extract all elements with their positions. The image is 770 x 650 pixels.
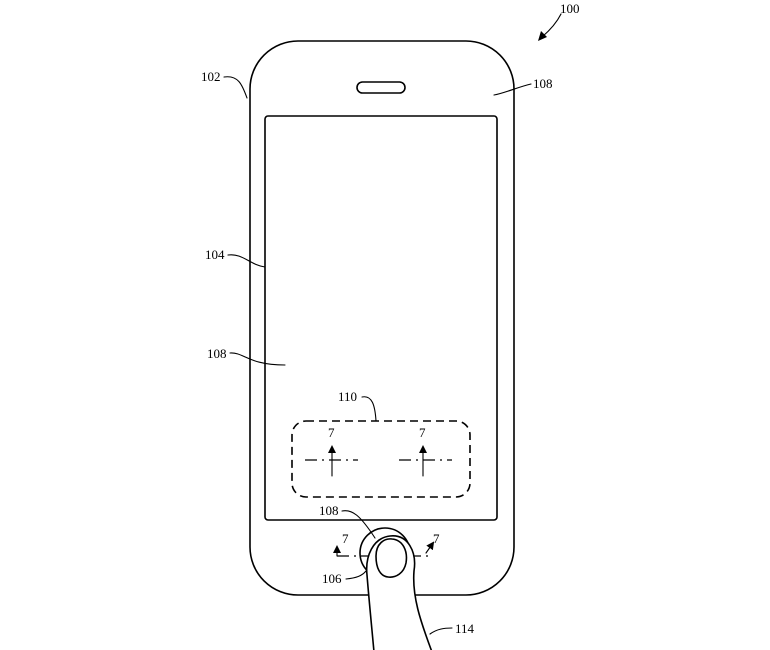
label-cover-glass-top: 108 — [533, 76, 553, 91]
leader-finger — [429, 627, 453, 635]
sensor-region — [291, 420, 471, 498]
label-section-display-right: 7 — [419, 425, 426, 440]
label-sensor-region: 110 — [338, 389, 357, 404]
leader-cover-glass-left — [229, 352, 286, 366]
leader-cover-glass-top — [493, 83, 532, 96]
label-cover-glass-left: 108 — [207, 346, 227, 361]
label-section-button-left: 7 — [342, 531, 349, 546]
label-section-button-right: 7 — [433, 531, 440, 546]
leader-housing — [223, 76, 248, 99]
leader-device — [541, 13, 562, 38]
leader-cover-glass-bottom — [341, 510, 376, 539]
leader-display — [227, 254, 266, 268]
label-input-button: 106 — [322, 571, 342, 586]
label-display: 104 — [205, 247, 225, 262]
device-housing — [249, 40, 515, 596]
label-device: 100 — [560, 1, 580, 16]
display-screen — [264, 115, 498, 521]
leader-input-button — [345, 570, 367, 580]
speaker-slot — [356, 81, 406, 94]
leader-sensor-region — [361, 396, 377, 422]
arrowhead-device — [538, 31, 547, 41]
label-housing: 102 — [201, 69, 221, 84]
label-section-display-left: 7 — [328, 425, 335, 440]
label-finger: 114 — [455, 621, 475, 636]
section-arrow-button-right — [425, 541, 435, 554]
finger — [365, 535, 433, 650]
label-cover-glass-bottom: 108 — [319, 503, 339, 518]
fingernail — [375, 538, 408, 578]
